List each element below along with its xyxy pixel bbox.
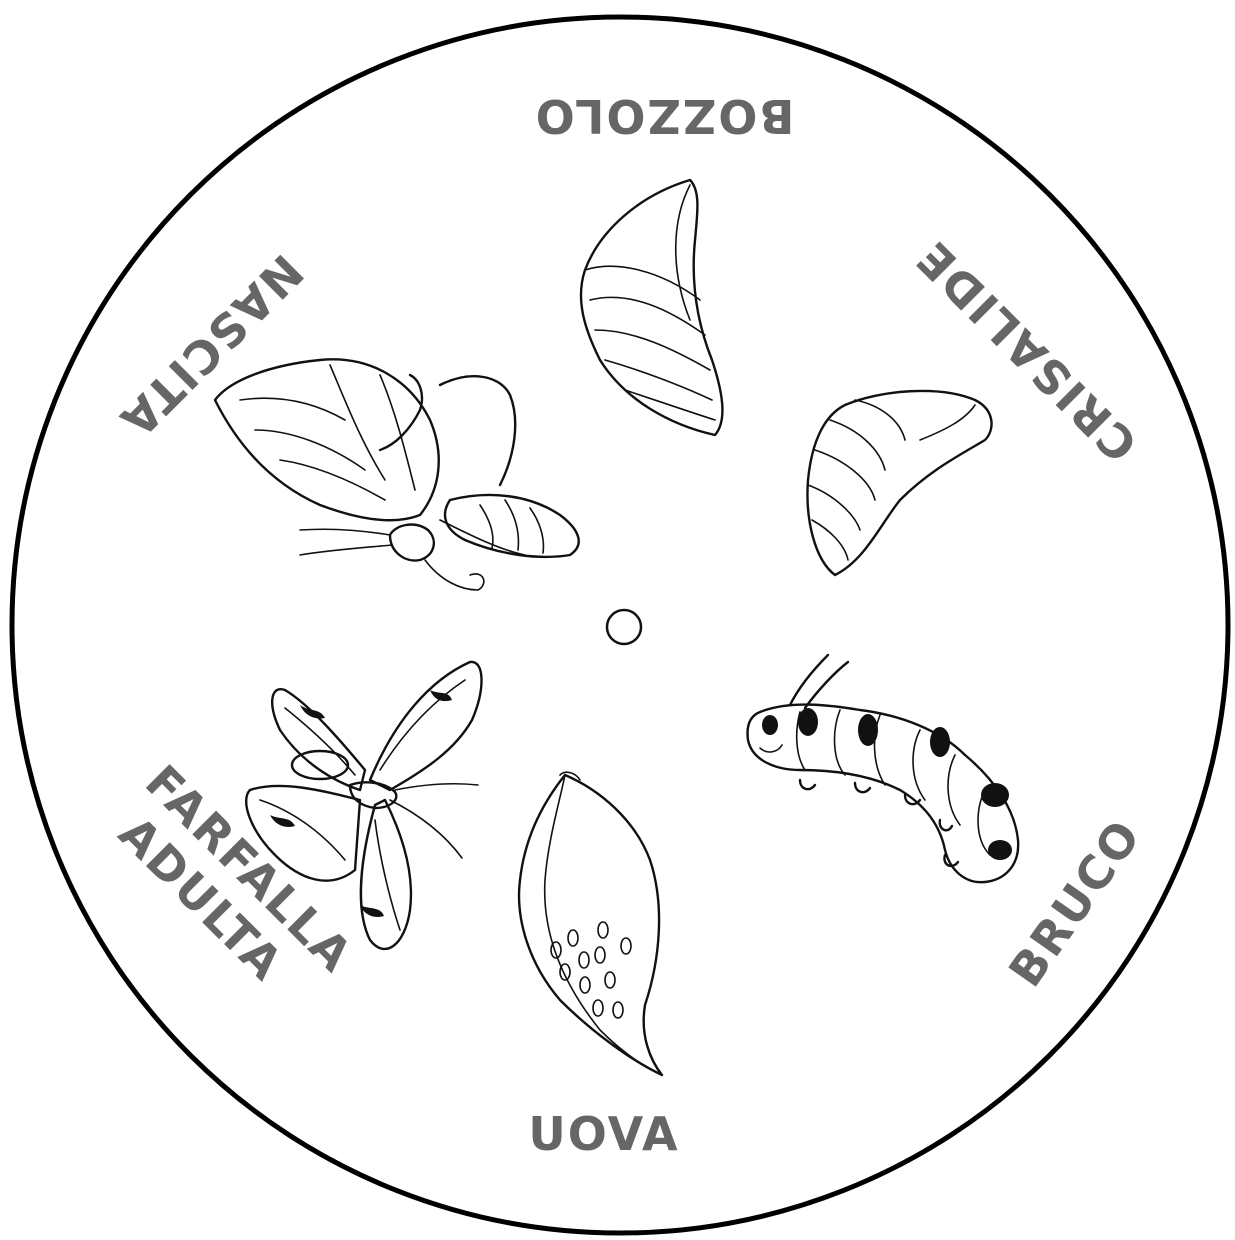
label-uova: UOVA bbox=[528, 1107, 679, 1161]
center-pin-hole[interactable] bbox=[607, 610, 641, 644]
label-bozzolo: BOZZOLO bbox=[534, 89, 795, 143]
